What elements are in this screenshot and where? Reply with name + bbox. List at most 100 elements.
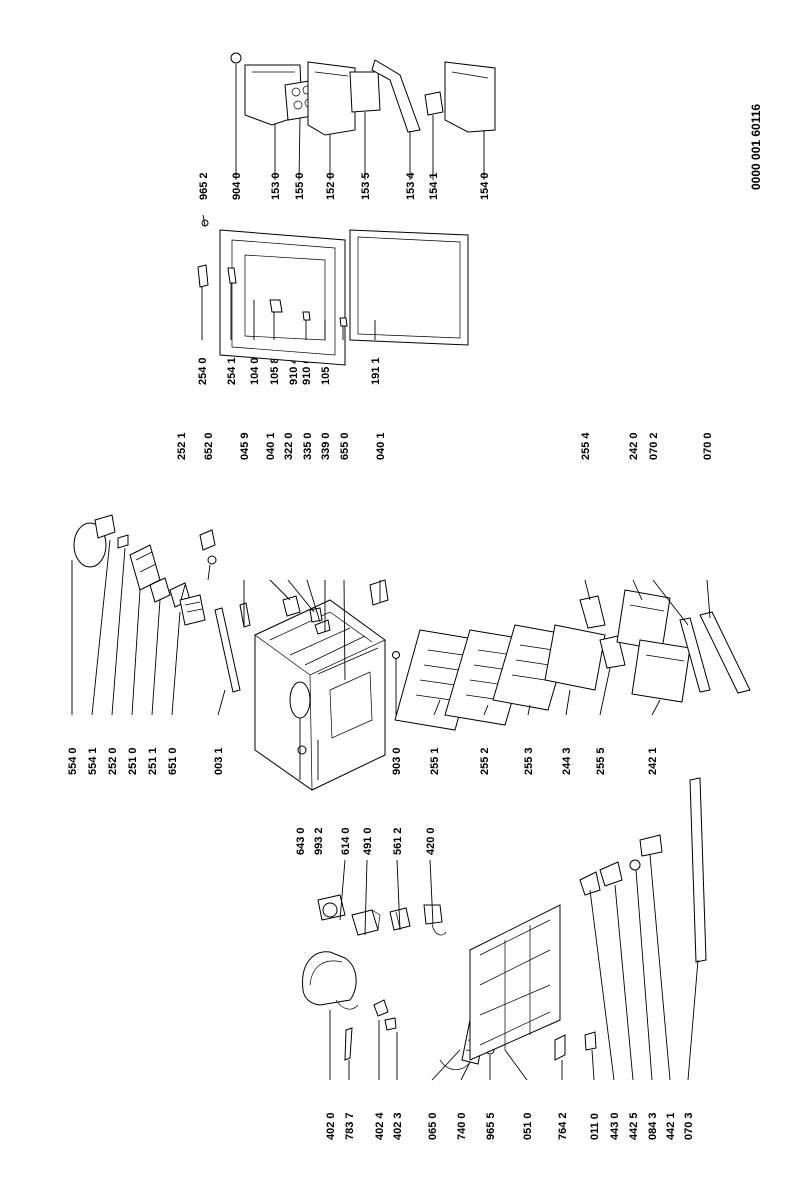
part-number-label: 335 0	[302, 432, 314, 460]
thermostat-sensor-part	[207, 555, 217, 565]
screw-903-part	[392, 651, 400, 659]
part-number-label: 251 1	[147, 747, 159, 775]
shelf-holder-parts	[579, 595, 626, 669]
drain-pan-part	[554, 1031, 597, 1061]
label-column-left-bottom: 402 0 783 7 402 4 402 3 065 0 740 0 965 5 051 0…	[325, 1112, 695, 1140]
part-number-label: 191 1	[370, 357, 382, 385]
fan-motor-part	[579, 834, 663, 896]
part-number-label: 011 0	[589, 1113, 601, 1140]
part-number-label: 254 0	[197, 357, 209, 385]
part-number-label: 903 0	[391, 747, 403, 775]
part-number-label: 554 1	[87, 747, 99, 775]
part-number-label: 070 2	[648, 432, 660, 460]
part-number-label: 443 0	[609, 1112, 621, 1140]
part-number-label: 255 1	[429, 747, 441, 775]
door-knob-904-0-part	[230, 52, 242, 64]
glass-shelf-part	[544, 624, 606, 691]
compressor-part	[302, 951, 359, 1010]
part-number-label: 614 0	[340, 827, 352, 855]
part-number-label: 442 5	[628, 1112, 640, 1140]
part-number-label: 910 0	[301, 357, 313, 385]
part-number-label: 104 0	[249, 357, 261, 385]
part-number-label: 003 1	[213, 747, 225, 775]
part-number-label: 255 3	[523, 747, 535, 775]
fan-part	[199, 529, 216, 551]
part-number-label: 402 3	[392, 1112, 404, 1140]
lamp-cover-part	[73, 514, 129, 568]
part-number-label: 965 2	[198, 172, 210, 200]
part-number-label: 065 0	[427, 1112, 439, 1140]
gasket-strip-part	[214, 607, 241, 693]
label-column-right-top: 965 2 904 0 153 0 155 0 152 0 153 5 153 4 154 1…	[198, 172, 491, 200]
door-rack-153-4-part	[371, 59, 421, 133]
part-number-label: 051 0	[522, 1112, 534, 1140]
part-number-label: 652 0	[203, 432, 215, 460]
part-number-label: 993 2	[313, 827, 325, 855]
part-number-label: 242 0	[628, 432, 640, 460]
part-number-label: 491 0	[362, 827, 374, 855]
part-number-label: 155 0	[294, 172, 306, 200]
light-switch-part	[129, 544, 191, 608]
part-number-label: 242 1	[647, 747, 659, 775]
part-number-label: 153 4	[405, 172, 417, 200]
long-rail-part	[689, 777, 707, 963]
part-number-label: 339 0	[320, 432, 332, 460]
part-number-label: 904 0	[231, 172, 243, 200]
door-panel-part	[219, 229, 346, 366]
part-number-label: 154 1	[428, 172, 440, 200]
part-number-label: 783 7	[344, 1112, 356, 1140]
document-number: 0000 001 60116	[749, 104, 763, 190]
part-number-label: 740 0	[456, 1112, 468, 1140]
crisper-drawer-242-1-part	[631, 639, 691, 703]
part-number-label: 251 0	[127, 747, 139, 775]
part-number-label: 084 3	[647, 1112, 659, 1140]
leader-lines	[71, 64, 711, 1081]
part-number-label: 322 0	[283, 432, 295, 460]
part-number-label: 554 0	[67, 747, 79, 775]
thermostat-knob-part	[317, 894, 346, 921]
part-number-label: 105 7	[320, 357, 332, 385]
part-number-label: 070 0	[702, 432, 714, 460]
part-number-label: 255 4	[580, 432, 592, 460]
part-number-label: 965 5	[485, 1112, 497, 1140]
base-frame-part	[469, 904, 561, 1061]
part-number-label: 244 3	[561, 747, 573, 775]
part-number-label: 040 1	[375, 432, 387, 460]
part-number-label: 105 8	[269, 357, 281, 385]
part-number-label: 643 0	[295, 827, 307, 855]
part-number-label: 254 1	[226, 357, 238, 385]
part-number-label: 252 1	[176, 432, 188, 460]
part-number-label: 153 5	[360, 172, 372, 200]
part-number-label: 402 4	[374, 1112, 386, 1140]
label-column-left-top: 643 0 993 2 614 0 491 0 561 2 420 0	[295, 827, 437, 855]
part-number-label: 651 0	[167, 747, 179, 775]
lamp-socket-part	[389, 907, 411, 931]
part-number-label: 442 1	[665, 1112, 677, 1140]
part-number-label: 040 1	[265, 432, 277, 460]
part-number-label: 255 5	[595, 747, 607, 775]
capacitor-part	[423, 904, 447, 936]
door-rack-153-5-part	[349, 71, 381, 113]
door-gasket-part	[349, 229, 469, 346]
crisper-rail-part	[679, 611, 751, 694]
relay-clip-part	[373, 999, 397, 1031]
door-rack-154-0-part	[444, 61, 496, 133]
part-number-label: 252 0	[107, 747, 119, 775]
bottle-holder-154-1-part	[424, 91, 444, 116]
part-number-label: 420 0	[425, 827, 437, 855]
part-number-label: 070 3	[683, 1112, 695, 1140]
part-number-label: 154 0	[479, 172, 491, 200]
label-column-middle-bottom: 554 0 554 1 252 0 251 0 251 1 651 0 003 1 903 0…	[67, 747, 659, 775]
part-number-label: 045 9	[239, 432, 251, 460]
part-number-label: 764 2	[557, 1112, 569, 1140]
part-number-label: 255 2	[479, 747, 491, 775]
part-number-label: 561 2	[392, 827, 404, 855]
grille-part	[179, 594, 206, 626]
part-number-label: 402 0	[325, 1112, 337, 1140]
part-number-label: 152 0	[325, 172, 337, 200]
part-number-label: 153 0	[270, 172, 282, 200]
small-tube-part	[344, 1027, 353, 1061]
